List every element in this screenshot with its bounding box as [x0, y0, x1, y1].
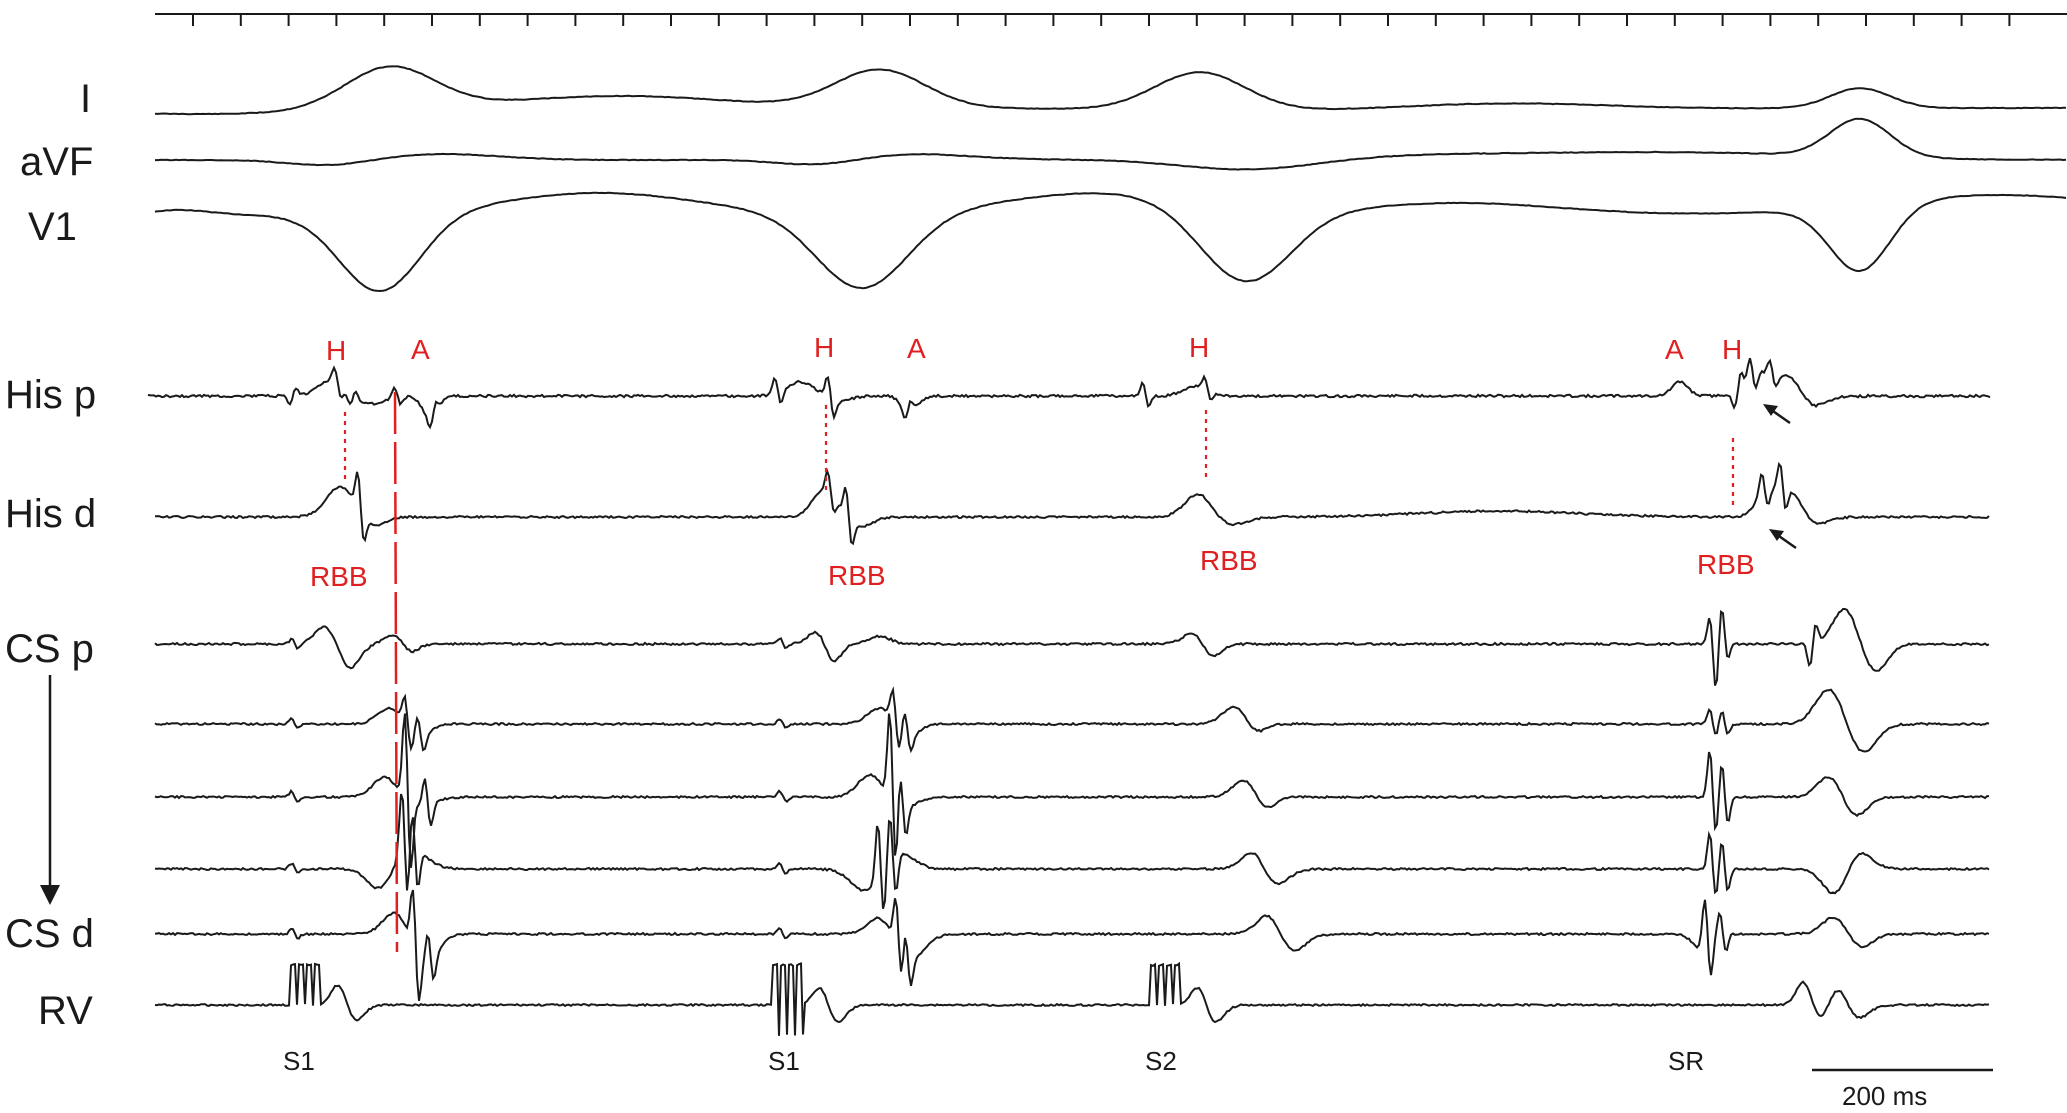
annotation-markers	[343, 391, 1735, 953]
lead-label-his-p: His p	[5, 373, 96, 417]
label-h-4: H	[1722, 334, 1742, 365]
trace-cs-4	[154, 793, 1990, 909]
trace-cs-p	[154, 608, 1990, 686]
trace-rv	[154, 961, 1990, 1036]
trace-cs-3	[154, 713, 1990, 868]
trace-cs-d	[155, 889, 1990, 1001]
label-h-3: H	[1189, 332, 1209, 363]
label-a-2: A	[907, 333, 926, 364]
scale-bar-label: 200 ms	[1842, 1081, 1927, 1111]
trace-his-p	[147, 357, 1991, 430]
a-marker-line	[393, 391, 399, 953]
arrow-pointer-2	[1769, 529, 1797, 550]
lead-label-his-d: His d	[5, 492, 96, 536]
label-a-3: A	[1665, 334, 1684, 365]
label-rbb-4: RBB	[1697, 549, 1755, 580]
lead-label-cs-d: CS d	[5, 912, 94, 956]
stim-label-3: S2	[1145, 1046, 1177, 1076]
trace-lead-v1	[154, 191, 2067, 293]
lead-label-v1: V1	[28, 205, 77, 249]
label-a-1: A	[411, 334, 430, 365]
lead-label-avf: aVF	[20, 140, 93, 184]
cs-progression-arrow	[40, 675, 60, 905]
lead-label-cs-p: CS p	[5, 627, 94, 671]
stim-label-2: S1	[768, 1046, 800, 1076]
label-rbb-3: RBB	[1200, 545, 1258, 576]
arrow-pointer-1	[1763, 404, 1791, 425]
trace-lead-i	[154, 65, 2066, 116]
label-rbb-2: RBB	[828, 560, 886, 591]
stim-label-1: S1	[283, 1046, 315, 1076]
trace-cs-2	[154, 686, 1990, 754]
trace-his-d	[155, 461, 1990, 546]
label-rbb-1: RBB	[310, 561, 368, 592]
trace-lead-avf	[155, 117, 2067, 171]
lead-label-i: I	[80, 77, 91, 121]
time-ruler	[155, 13, 2067, 26]
label-h-2: H	[814, 332, 834, 363]
traces	[147, 65, 2067, 1036]
stim-label-4: SR	[1668, 1046, 1704, 1076]
lead-label-rv: RV	[38, 989, 93, 1033]
label-h-1: H	[326, 335, 346, 366]
